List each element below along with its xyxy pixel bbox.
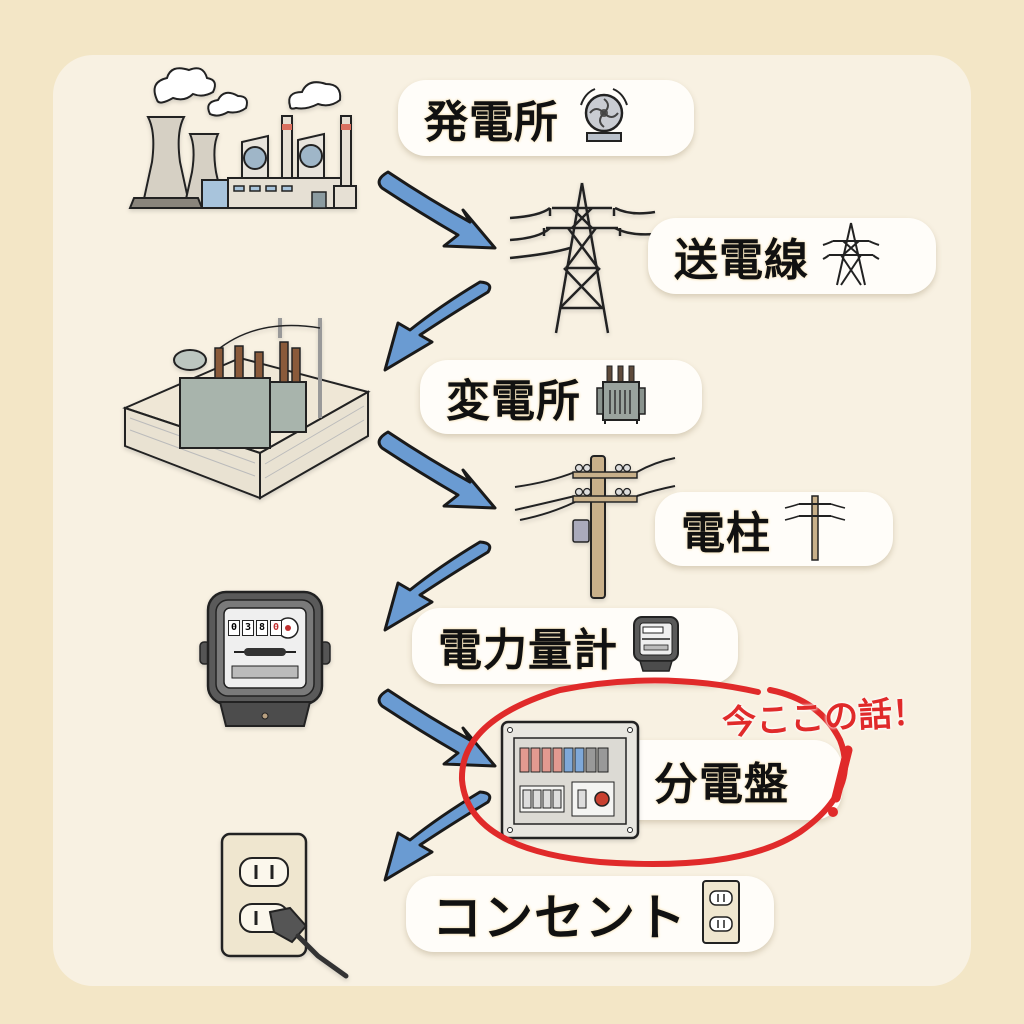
wall-outlet-mini-icon bbox=[701, 879, 741, 949]
meter-digit: 0 bbox=[228, 620, 240, 636]
electric-meter-icon: 0 3 8 0 bbox=[199, 590, 331, 730]
step-label: コンセント bbox=[432, 889, 687, 947]
step-label: 分電盤 bbox=[654, 759, 789, 810]
step-outlet: コンセント bbox=[406, 876, 774, 952]
step-label: 電柱 bbox=[681, 508, 771, 559]
meter-digits: 0 3 8 0 bbox=[228, 620, 282, 636]
step-transmission-line: 送電線 bbox=[648, 218, 936, 294]
electric-meter-mini-icon bbox=[632, 615, 680, 677]
step-label: 電力量計 bbox=[438, 625, 618, 676]
step-electric-meter: 電力量計 bbox=[412, 608, 738, 684]
step-utility-pole: 電柱 bbox=[655, 492, 893, 566]
step-label: 変電所 bbox=[446, 376, 581, 427]
step-label: 送電線 bbox=[674, 235, 809, 286]
meter-digit: 3 bbox=[242, 620, 254, 636]
power-plant-icon bbox=[128, 67, 357, 209]
distribution-board-icon bbox=[500, 720, 640, 840]
step-substation: 変電所 bbox=[420, 360, 702, 434]
turbine-fan-icon bbox=[573, 85, 635, 151]
meter-digit: 8 bbox=[256, 620, 268, 636]
utility-pole-mini-icon bbox=[784, 494, 846, 564]
utility-pole-icon bbox=[514, 455, 676, 599]
step-power-plant: 発電所 bbox=[398, 80, 694, 156]
step-distribution-board: 分電盤 bbox=[610, 740, 842, 820]
step-label: 発電所 bbox=[424, 97, 559, 148]
transmission-tower-mini-icon bbox=[822, 221, 880, 291]
transmission-tower-icon bbox=[509, 182, 656, 334]
meter-digit: 0 bbox=[270, 620, 282, 636]
wall-outlet-icon bbox=[220, 832, 349, 979]
transformer-icon bbox=[595, 364, 647, 430]
substation-icon bbox=[122, 318, 371, 500]
